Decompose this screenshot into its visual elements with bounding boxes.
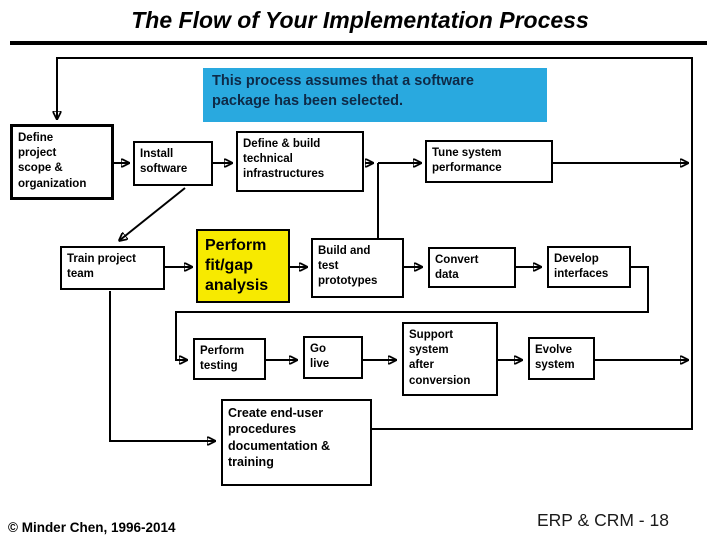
flow-node-create-enduser-docs: Create end-user procedures documentation… xyxy=(221,399,372,486)
flow-node-fit-gap-analysis: Perform fit/gap analysis xyxy=(196,229,290,303)
flow-node-go-live: Go live xyxy=(303,336,363,379)
arrow-install-to-train xyxy=(120,187,186,240)
flow-node-define-scope: Define project scope & organization xyxy=(10,124,114,200)
assumption-banner: This process assumes that a software pac… xyxy=(203,68,547,122)
flow-node-define-build-infrastructure: Define & build technical infrastructures xyxy=(236,131,364,192)
flow-node-convert-data: Convert data xyxy=(428,247,516,288)
slide-page-label: ERP & CRM - 18 xyxy=(537,510,669,530)
copyright-text: © Minder Chen, 1996-2014 xyxy=(8,520,176,535)
flow-node-evolve-system: Evolve system xyxy=(528,337,595,380)
slide-title: The Flow of Your Implementation Process xyxy=(131,7,589,33)
flow-node-support-system: Support system after conversion xyxy=(402,322,498,396)
flow-node-train-team: Train project team xyxy=(60,246,165,290)
flow-node-perform-testing: Perform testing xyxy=(193,338,266,380)
flow-node-tune-performance: Tune system performance xyxy=(425,140,553,183)
title-underline xyxy=(10,41,707,45)
flow-node-develop-interfaces: Develop interfaces xyxy=(547,246,631,288)
flow-node-build-test-prototypes: Build and test prototypes xyxy=(311,238,404,298)
flow-node-install-software: Install software xyxy=(133,141,213,186)
